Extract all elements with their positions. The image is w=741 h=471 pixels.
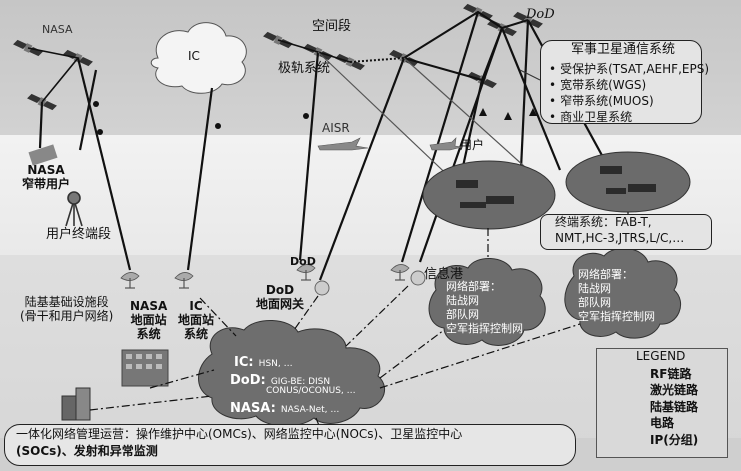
tripod-terminal bbox=[65, 191, 83, 227]
backbone-cloud bbox=[198, 319, 385, 427]
management-line-1: 一体化网络管理运营：操作维护中心(OMCs)、网络监控中心(NOCs)、卫星监控… bbox=[16, 427, 463, 441]
label-nasa: NASA bbox=[42, 23, 73, 36]
backbone-ic-label: IC: bbox=[234, 355, 254, 370]
network-left-item-2: 部队网 bbox=[446, 308, 479, 321]
legend-title: LEGEND bbox=[636, 349, 686, 363]
backbone-dod-row: DoD: GIG-BE: DISN bbox=[230, 370, 330, 389]
milsat-title: 军事卫星通信系统 bbox=[571, 42, 676, 57]
rf-links bbox=[38, 11, 611, 281]
aisr-aircraft bbox=[317, 137, 369, 151]
title-space-segment: 空间段 bbox=[312, 19, 352, 34]
terminal-systems-box: 终端系统：FAB-T, NMT,HC-3,JTRS,L/C,… bbox=[540, 214, 712, 250]
label-dod-small: DoD bbox=[290, 255, 316, 268]
milsat-item-wideband: 宽带系统(WGS) bbox=[549, 77, 709, 93]
legend-rf: RF链路 bbox=[650, 367, 692, 381]
network-right-item-2: 部队网 bbox=[578, 296, 611, 309]
management-line-2: (SOCs)、发射和异常监测 bbox=[16, 444, 158, 458]
label-ic-ground-station: IC 地面站 系统 bbox=[178, 299, 215, 341]
label-ic-cloud: IC bbox=[188, 49, 200, 63]
backbone-dod-label: DoD: bbox=[230, 373, 266, 388]
label-aisr: AISR bbox=[322, 121, 350, 135]
ic-cloud bbox=[150, 22, 247, 94]
legend-circuit: 电路 bbox=[650, 416, 675, 430]
backbone-ic-value: HSN, … bbox=[258, 359, 293, 369]
network-cloud-right bbox=[564, 247, 681, 339]
network-left-item-1: 陆战网 bbox=[446, 294, 479, 307]
user-aircraft bbox=[429, 137, 463, 151]
label-nasa-ground-station: NASA 地面站 系统 bbox=[130, 299, 168, 341]
milsat-systems-box: 军事卫星通信系统 受保护系(TSAT,AEHF,EPS) 宽带系统(WGS) 窄… bbox=[540, 40, 709, 124]
milsat-item-commercial: 商业卫星系统 bbox=[549, 109, 709, 125]
legend-laser: 激光链路 bbox=[650, 383, 699, 397]
network-cloud-left bbox=[428, 258, 546, 346]
operations-building bbox=[61, 387, 91, 421]
network-left-item-3: 空军指挥控制网 bbox=[446, 322, 523, 335]
label-polar-system: 极轨系统 bbox=[278, 61, 331, 76]
milsat-list: 受保护系(TSAT,AEHF,EPS) 宽带系统(WGS) 窄带系统(MUOS)… bbox=[549, 61, 709, 125]
legend-ip: IP(分组) bbox=[650, 433, 699, 447]
milsat-item-protected: 受保护系(TSAT,AEHF,EPS) bbox=[549, 61, 709, 77]
legend-ground: 陆基链路 bbox=[650, 400, 699, 414]
network-left-title: 网络部署： bbox=[446, 280, 501, 293]
backbone-nasa-row: NASA: NASA-Net, … bbox=[230, 398, 339, 417]
network-right-item-1: 陆战网 bbox=[578, 282, 611, 295]
label-nasa-narrowband-user: NASA 窄带用户 bbox=[22, 163, 71, 191]
network-right-title: 网络部署： bbox=[578, 268, 633, 281]
label-dod-ground-gateway: DoD 地面网关 bbox=[256, 283, 305, 311]
deployed-forces-right bbox=[565, 151, 691, 213]
backbone-dod-value-2: CONUS/OCONUS, … bbox=[266, 386, 356, 396]
backbone-nasa-value: NASA-Net, … bbox=[280, 405, 340, 415]
ground-links bbox=[89, 212, 629, 429]
legend-box bbox=[596, 348, 728, 458]
deployed-forces-left bbox=[422, 160, 556, 230]
label-user-terminal-segment: 用户终端段 bbox=[46, 227, 112, 242]
backbone-ic-row: IC: HSN, … bbox=[234, 352, 293, 371]
backbone-dod-value-1: GIG-BE: DISN bbox=[270, 377, 331, 387]
milsat-item-narrowband: 窄带系统(MUOS) bbox=[549, 93, 709, 109]
network-management-box bbox=[4, 424, 576, 466]
label-ground-infrastructure: 陆基基础设施段 (骨干和用户网络) bbox=[20, 295, 114, 323]
network-right-item-3: 空军指挥控制网 bbox=[578, 310, 655, 323]
nasa-station-building bbox=[121, 349, 169, 387]
nasa-user-terminal bbox=[28, 144, 58, 166]
network-right-text: 网络部署： 陆战网 部队网 空军指挥控制网 bbox=[578, 268, 655, 324]
terminal-line-2: NMT,HC-3,JTRS,L/C,… bbox=[555, 231, 685, 245]
backbone-nasa-label: NASA: bbox=[230, 401, 276, 416]
label-dod-top: DoD bbox=[526, 7, 555, 22]
terminal-line-1: 终端系统：FAB-T, bbox=[555, 215, 652, 229]
label-teleport: 信息港 bbox=[424, 267, 464, 282]
label-user: 用户 bbox=[460, 138, 485, 152]
network-left-text: 网络部署： 陆战网 部队网 空军指挥控制网 bbox=[446, 280, 523, 336]
